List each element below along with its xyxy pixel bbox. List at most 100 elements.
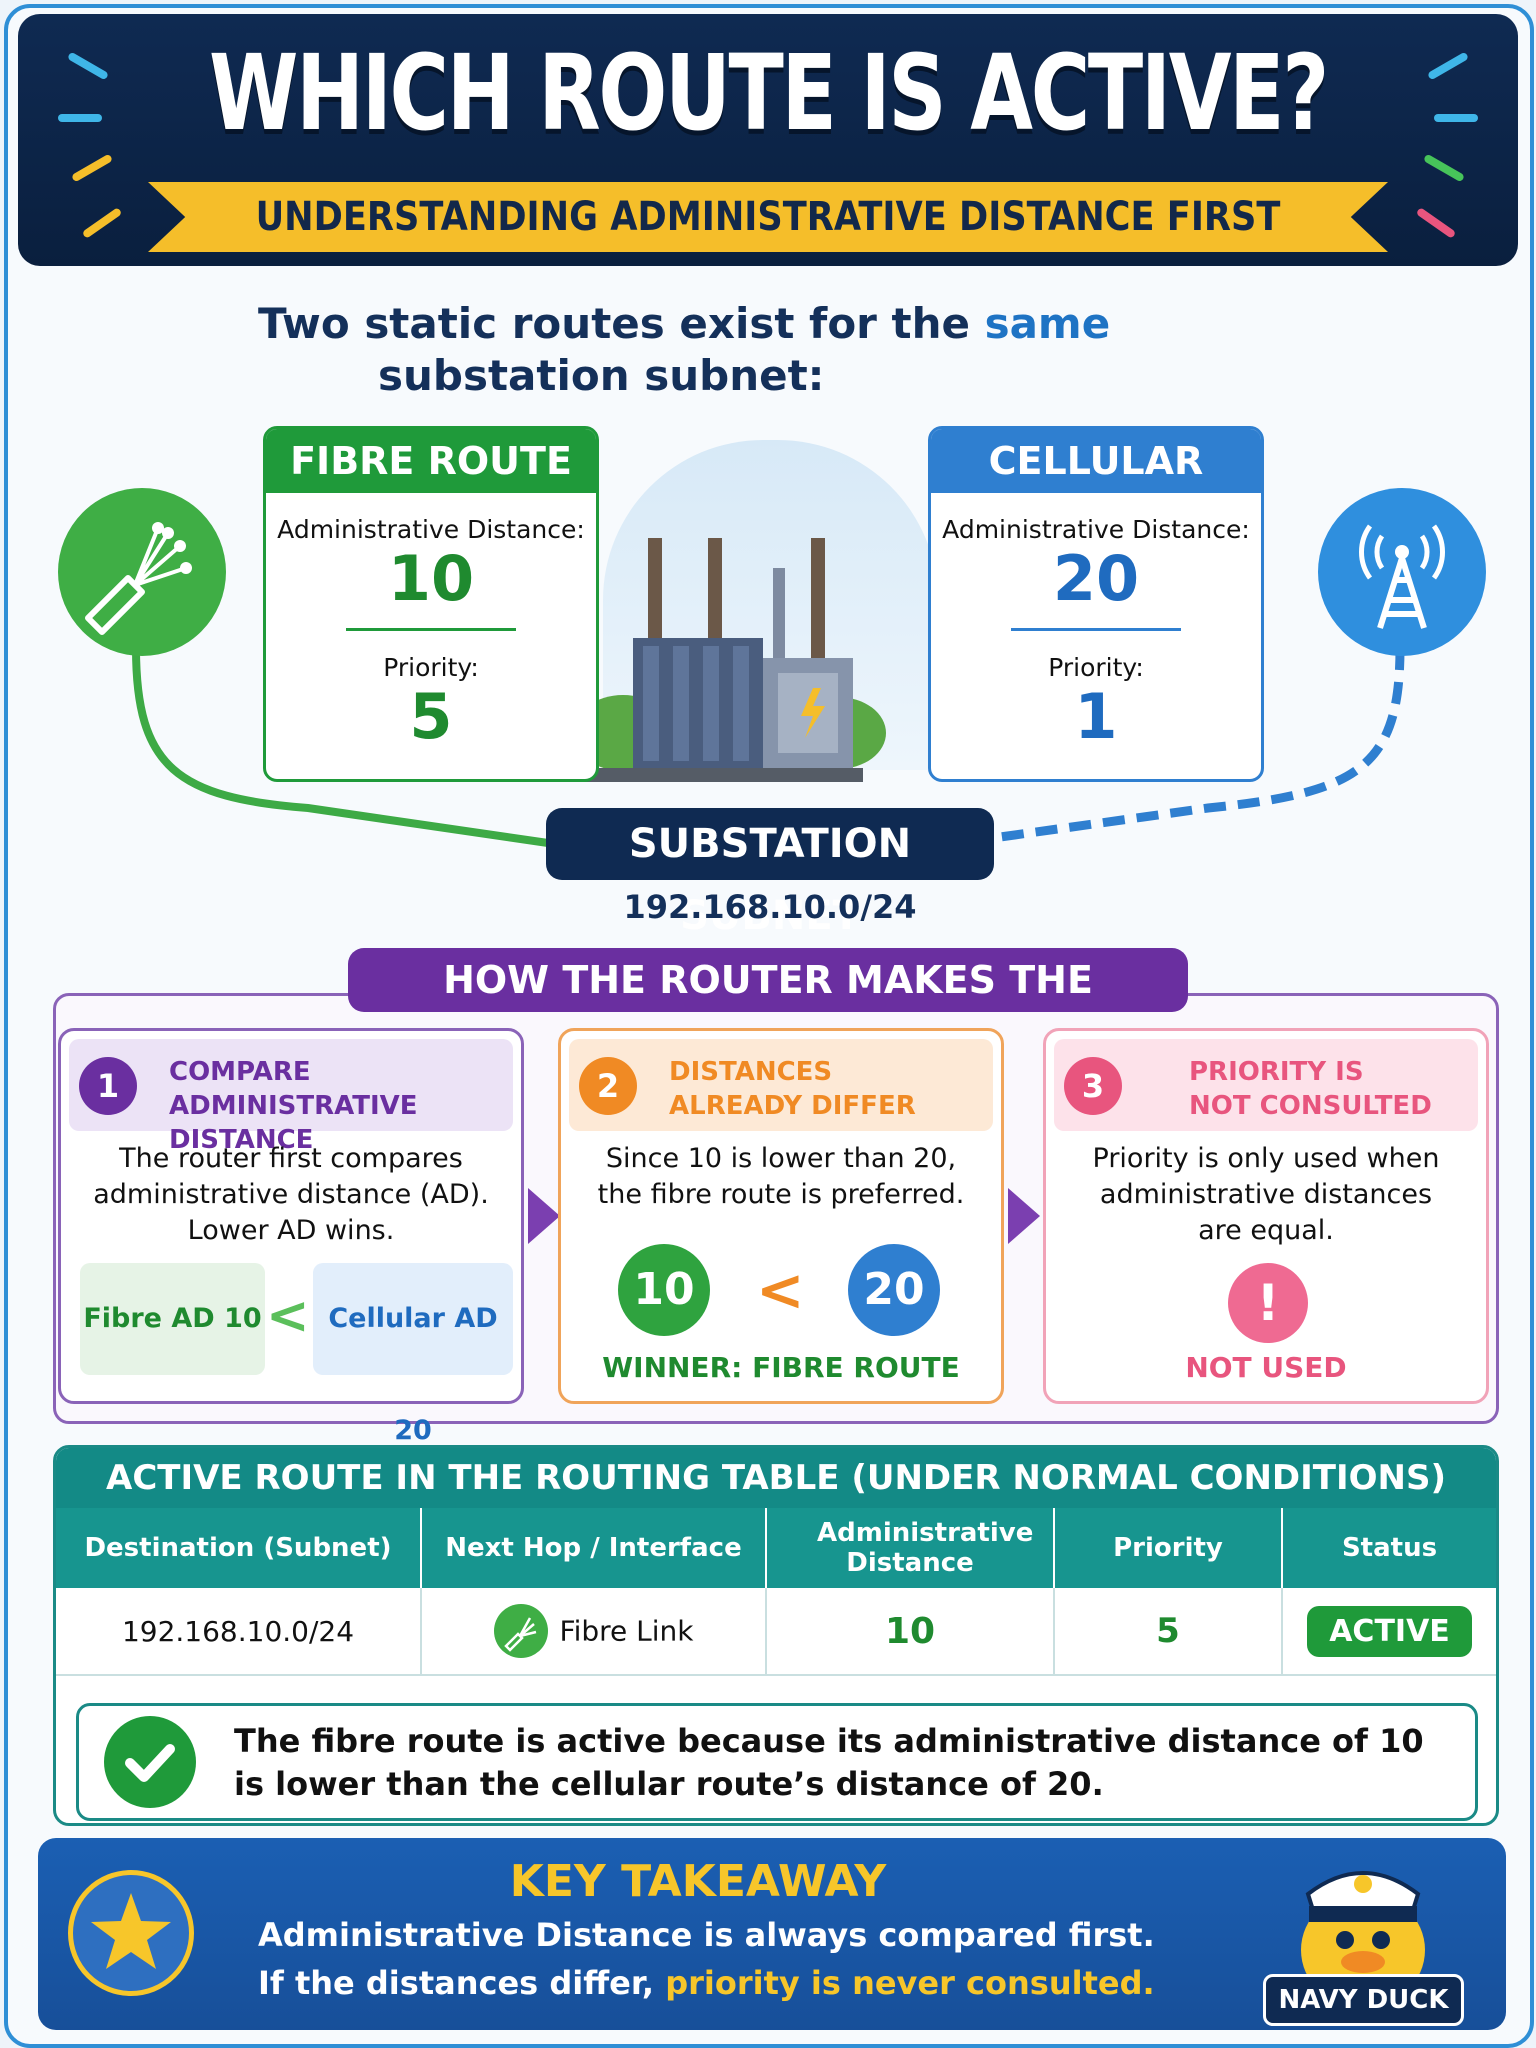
step-2-body-line1: Since 10 is lower than 20, <box>605 1143 957 1174</box>
star-icon <box>68 1870 194 1996</box>
takeaway-line2-start: If the distances differ, <box>258 1964 666 2002</box>
step-3-label: PRIORITY IS NOT CONSULTED <box>1189 1055 1432 1123</box>
fibre-priority-value: 5 <box>409 680 453 753</box>
step-3-body-line1: Priority is only used when <box>1092 1143 1440 1174</box>
substation-subnet-label: SUBSTATION SUBNET <box>546 808 994 939</box>
routing-table-title: ACTIVE ROUTE IN THE ROUTING TABLE (UNDER… <box>56 1448 1496 1508</box>
step-3-header: 3 PRIORITY IS NOT CONSULTED <box>1054 1039 1478 1131</box>
intro-line2: substation subnet: <box>378 351 825 400</box>
page-title: WHICH ROUTE IS ACTIVE? <box>209 32 1329 154</box>
explanation-line2: is lower than the cellular route’s dista… <box>234 1765 1104 1803</box>
cellular-link-line <box>992 647 1405 843</box>
ad-cell: 10 <box>766 1588 1055 1676</box>
step-3-label-line2: NOT CONSULTED <box>1189 1091 1432 1121</box>
step-3-body-line2: administrative distances <box>1099 1179 1433 1210</box>
key-takeaway-banner: KEY TAKEAWAY Administrative Distance is … <box>38 1838 1506 2030</box>
arrow-right-icon <box>1008 1188 1040 1244</box>
fibre-link-line <box>132 647 549 847</box>
route-lines <box>132 647 1405 847</box>
next-hop-cell: Fibre Link <box>421 1588 767 1676</box>
intro-text: Two static routes exist for the same sub… <box>258 298 1258 402</box>
cellular-priority-value: 1 <box>1074 680 1118 753</box>
cellular-ad-value: 20 <box>1052 542 1140 615</box>
step-2-body: Since 10 is lower than 20, the fibre rou… <box>561 1141 1001 1213</box>
fibre-optic-icon <box>493 1604 548 1658</box>
step-2-label: DISTANCES ALREADY DIFFER <box>669 1055 916 1123</box>
fibre-priority-label: Priority: <box>383 653 479 682</box>
step-2-label-line2: ALREADY DIFFER <box>669 1091 916 1121</box>
fibre-ad-chip: Fibre AD 10 <box>80 1263 265 1375</box>
step-3-body-line3: are equal. <box>1198 1215 1334 1246</box>
routing-table-grid: Destination (Subnet) Next Hop / Interfac… <box>56 1508 1496 1676</box>
fibre-ad-bubble: 10 <box>618 1244 710 1336</box>
next-hop-label: Fibre Link <box>559 1614 694 1648</box>
takeaway-title: KEY TAKEAWAY <box>509 1856 887 1907</box>
cellular-route-card: CELLULAR ROUTE Administrative Distance: … <box>928 426 1264 782</box>
step-2-body-line2: the fibre route is preferred. <box>597 1179 965 1210</box>
winner-label: WINNER: FIBRE ROUTE <box>602 1351 960 1384</box>
table-row: 192.168.10.0/24 Fibre Link 10 5 ACTIVE <box>56 1588 1496 1676</box>
takeaway-highlight: priority is never consulted. <box>665 1964 1155 2002</box>
step-2-card: 2 DISTANCES ALREADY DIFFER Since 10 is l… <box>558 1028 1004 1404</box>
fibre-route-card: FIBRE ROUTE Administrative Distance: 10 … <box>263 426 599 782</box>
step-1-operator: < <box>266 1286 310 1346</box>
page-subtitle: UNDERSTANDING ADMINISTRATIVE DISTANCE FI… <box>255 194 1281 240</box>
fibre-optic-icon <box>58 488 226 656</box>
column-header: Next Hop / Interface <box>421 1508 767 1588</box>
takeaway-line1: Administrative Distance is always compar… <box>258 1916 1155 1954</box>
cellular-ad-label: Administrative Distance: <box>942 515 1250 544</box>
column-header: Priority <box>1054 1508 1283 1588</box>
step-2-label-line1: DISTANCES <box>669 1057 833 1087</box>
check-icon <box>104 1716 196 1808</box>
divider <box>1011 628 1181 631</box>
intro-highlight: same <box>984 299 1111 348</box>
column-header: Destination (Subnet) <box>56 1508 422 1588</box>
fibre-ad-value: 10 <box>387 542 475 615</box>
status-badge: ACTIVE <box>1307 1605 1472 1657</box>
cell-tower-icon <box>1318 488 1486 656</box>
substation-drawing <box>563 538 886 782</box>
cellular-ad-bubble: 20 <box>848 1244 940 1336</box>
destination-cell: 192.168.10.0/24 <box>56 1588 422 1676</box>
page-frame: WHICH ROUTE IS ACTIVE? UNDERSTANDING ADM… <box>4 4 1534 2048</box>
step-1-label-line2: ADMINISTRATIVE DISTANCE <box>169 1091 418 1155</box>
spark-decoration <box>1434 114 1478 122</box>
step-3-body: Priority is only used when administrativ… <box>1046 1141 1486 1249</box>
fibre-ad-label: Administrative Distance: <box>277 515 585 544</box>
divider <box>346 628 516 631</box>
status-cell: ACTIVE <box>1282 1588 1496 1676</box>
explanation-text: The fibre route is active because its ad… <box>234 1720 1434 1806</box>
step-2-number: 2 <box>579 1057 637 1115</box>
navy-duck-logo: NAVY DUCK <box>1253 1832 1473 2028</box>
step-1-body-line1: The router first compares <box>119 1143 463 1174</box>
explanation-note: The fibre route is active because its ad… <box>76 1703 1478 1821</box>
cellular-ad-chip: Cellular AD 20 <box>313 1263 513 1446</box>
step-2-operator: < <box>756 1256 805 1324</box>
priority-cell: 5 <box>1054 1588 1283 1676</box>
decision-title: HOW THE ROUTER MAKES THE DECISION <box>348 948 1188 1066</box>
intro-line1: Two static routes exist for the <box>258 299 985 348</box>
step-1-number: 1 <box>79 1057 137 1115</box>
step-3-label-line1: PRIORITY IS <box>1189 1057 1364 1087</box>
step-1-body-line3: Lower AD wins. <box>187 1215 395 1246</box>
cellular-route-title: CELLULAR ROUTE <box>931 429 1261 547</box>
spark-decoration <box>58 114 102 122</box>
step-2-header: 2 DISTANCES ALREADY DIFFER <box>569 1039 993 1131</box>
fibre-route-title: FIBRE ROUTE <box>266 429 596 493</box>
explanation-line1: The fibre route is active because its ad… <box>234 1722 1424 1760</box>
step-3-card: 3 PRIORITY IS NOT CONSULTED Priority is … <box>1043 1028 1489 1404</box>
table-header-row: Destination (Subnet) Next Hop / Interfac… <box>56 1508 1496 1588</box>
step-1-header: 1 COMPARE ADMINISTRATIVE DISTANCE <box>69 1039 513 1155</box>
column-header: Administrative Distance <box>766 1508 1055 1588</box>
not-used-label: NOT USED <box>1185 1351 1347 1384</box>
step-1-label-line1: COMPARE <box>169 1057 311 1087</box>
takeaway-line2: If the distances differ, priority is nev… <box>258 1964 1258 2002</box>
header-banner: WHICH ROUTE IS ACTIVE? UNDERSTANDING ADM… <box>18 14 1518 266</box>
step-1-body-line2: administrative distance (AD). <box>93 1179 489 1210</box>
exclamation-icon: ! <box>1228 1263 1308 1343</box>
step-1-body: The router first compares administrative… <box>61 1141 521 1249</box>
substation-subnet-ip: 192.168.10.0/24 <box>623 888 917 926</box>
mascot-label: NAVY DUCK <box>1263 1974 1464 2026</box>
step-3-number: 3 <box>1064 1057 1122 1115</box>
